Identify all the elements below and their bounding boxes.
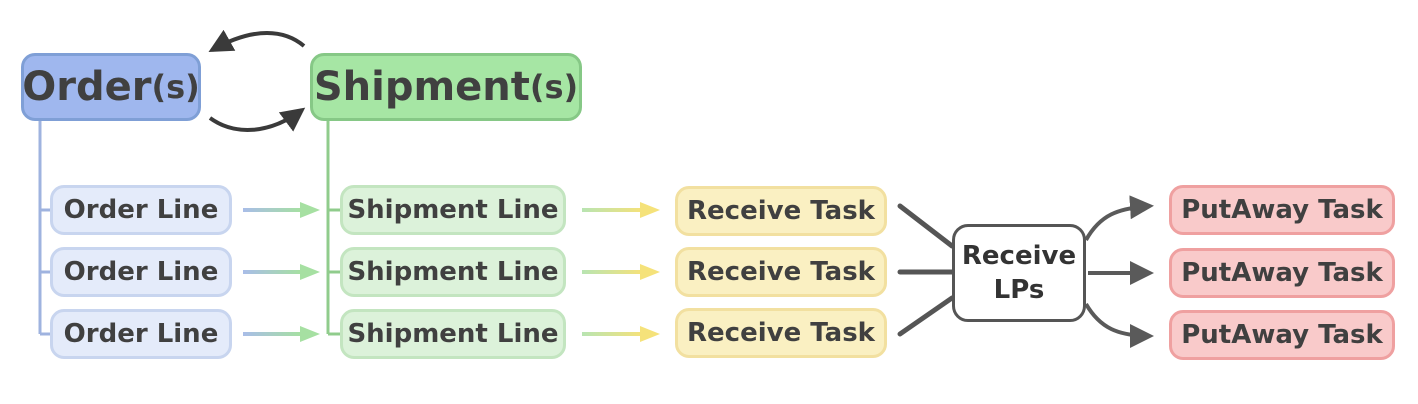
orders-node[interactable]: Order(s) <box>21 53 201 121</box>
receive-task-node[interactable]: Receive Task <box>675 308 887 358</box>
receive-to-lps-lines <box>897 203 955 337</box>
orders-suffix: (s) <box>151 68 200 106</box>
order-to-shipment-arrow <box>208 107 306 132</box>
order-line-node[interactable]: Order Line <box>50 247 232 297</box>
shipment-to-order-arrow <box>208 29 306 52</box>
putaway-task-node[interactable]: PutAway Task <box>1169 248 1395 298</box>
shipment-line-node[interactable]: Shipment Line <box>340 247 566 297</box>
shipment-tree-lines <box>326 121 340 336</box>
putaway-task-node[interactable]: PutAway Task <box>1169 310 1395 360</box>
putaway-task-node[interactable]: PutAway Task <box>1169 185 1395 235</box>
shipments-node[interactable]: Shipment(s) <box>310 53 582 121</box>
order-line-node[interactable]: Order Line <box>50 185 232 235</box>
shipment-to-receive-arrows <box>582 202 660 342</box>
receive-lps-line1: Receive <box>961 241 1077 271</box>
order-tree-lines <box>38 121 50 336</box>
orders-label: Order <box>22 64 152 110</box>
shipment-line-node[interactable]: Shipment Line <box>340 185 566 235</box>
receive-lps-node[interactable]: Receive LPs <box>952 224 1086 322</box>
receive-task-node[interactable]: Receive Task <box>675 186 887 236</box>
order-line-node[interactable]: Order Line <box>50 309 232 359</box>
receive-lps-line2: LPs <box>993 275 1045 305</box>
shipments-suffix: (s) <box>529 68 579 106</box>
lps-to-putaway-arrows <box>1084 195 1154 348</box>
order-to-shipment-line-arrows <box>243 202 320 342</box>
shipment-line-node[interactable]: Shipment Line <box>340 309 566 359</box>
receive-task-node[interactable]: Receive Task <box>675 247 887 297</box>
shipments-label: Shipment <box>313 64 530 110</box>
